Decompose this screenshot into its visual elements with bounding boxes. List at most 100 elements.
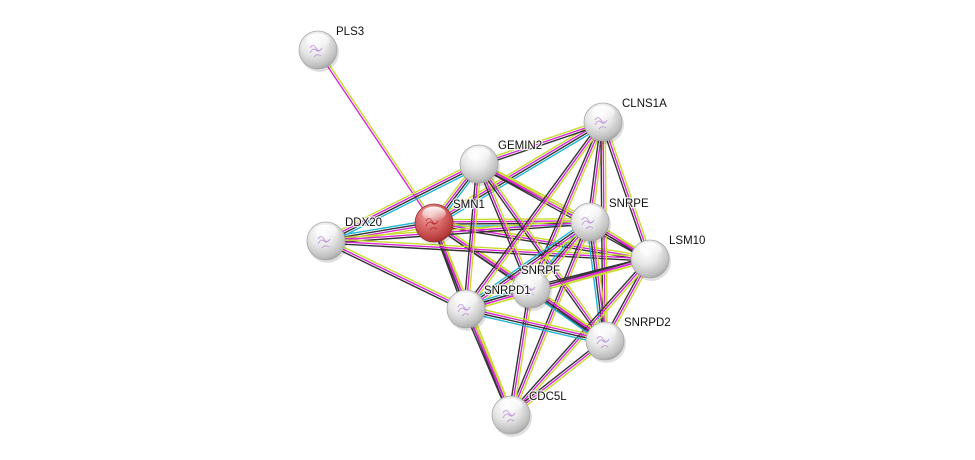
edge-ddx20-snrpe[interactable]	[325, 219, 591, 244]
node-label-halo: SNRPE	[609, 198, 649, 210]
edge-snrpe-snrpd1[interactable]	[463, 218, 593, 313]
edge-line-textmining	[324, 160, 478, 239]
node-highlight	[422, 206, 446, 221]
edge-line-coexpression	[509, 338, 605, 414]
edge-snrpd2-cdc5l[interactable]	[509, 338, 607, 418]
edge-line-experiments	[325, 240, 467, 310]
node-label: SNRPD1	[484, 285, 531, 297]
edge-line-experiments	[478, 121, 604, 165]
edge-line-coexpression	[463, 120, 602, 309]
edge-line-textmining	[511, 342, 607, 418]
node-highlight	[593, 324, 617, 339]
edge-snrpe-snrpd2[interactable]	[586, 221, 609, 342]
edge-gemin2-clns1a[interactable]	[478, 119, 604, 167]
edge-line-coexpression	[326, 223, 591, 244]
edge-line-coexpression	[324, 242, 466, 312]
edge-line-textmining	[326, 238, 651, 258]
edge-line-experiments	[325, 162, 479, 241]
edge-line-coexpression	[434, 122, 604, 225]
edge-line-coexpression	[600, 122, 649, 260]
edge-line-experiments	[433, 120, 603, 223]
node-label: SNRPF	[521, 265, 560, 277]
node-highlight	[591, 105, 615, 120]
node-highlight	[454, 292, 478, 307]
node-highlight	[519, 272, 543, 287]
edge-line-textmining	[478, 119, 603, 163]
edge-clns1a-lsm10[interactable]	[600, 121, 653, 260]
node-label: SNRPE	[609, 198, 649, 210]
edge-clns1a-snrpd1[interactable]	[463, 120, 606, 311]
edge-line-textmining	[604, 121, 653, 259]
edge-line-coexpression	[588, 222, 605, 342]
node-highlight	[638, 242, 662, 257]
edge-line-textmining	[433, 218, 590, 221]
node-label-halo: SNRPD2	[624, 317, 671, 329]
edge-line-coexpression	[508, 220, 589, 415]
edge-line-textmining	[467, 164, 482, 310]
edge-line-textmining	[326, 238, 468, 308]
edge-line-textmining	[467, 122, 606, 311]
edge-snrpf-cdc5l[interactable]	[508, 288, 534, 416]
node-label-halo: SMN1	[453, 199, 485, 211]
node-label-halo: GEMIN2	[498, 140, 542, 152]
node-label: DDX20	[345, 217, 382, 229]
node-label-halo: SNRPF	[521, 265, 560, 277]
edge-line-experiments	[325, 221, 591, 242]
node-label-halo: PLS3	[336, 26, 364, 38]
edge-line-experiments	[465, 121, 604, 310]
node-label: SMN1	[453, 199, 485, 211]
node-label-halo: LSM10	[669, 235, 705, 247]
edge-line-coexpression	[508, 288, 530, 415]
edge-line-database	[465, 311, 605, 345]
node-label: CDC5L	[529, 391, 567, 403]
edge-line-coexpression	[479, 123, 604, 167]
node-label: SNRPD2	[624, 317, 671, 329]
node-highlight	[578, 205, 602, 220]
edge-ddx20-snrpd1[interactable]	[324, 238, 468, 312]
node-label-halo: DDX20	[345, 217, 382, 229]
edge-line-textmining	[318, 48, 436, 223]
edge-line-experiments	[466, 307, 606, 341]
edge-line-textmining	[592, 221, 609, 341]
edge-line-textmining	[431, 118, 602, 221]
edge-line-textmining	[467, 224, 593, 313]
node-label-halo: CDC5L	[529, 391, 567, 403]
edge-gemin2-snrpd1[interactable]	[463, 163, 482, 310]
node-label-halo: CLNS1A	[622, 98, 667, 110]
edge-snrpd1-snrpd2[interactable]	[465, 305, 606, 345]
edge-line-database	[586, 222, 603, 342]
node-label: GEMIN2	[498, 140, 542, 152]
node-highlight	[467, 147, 491, 162]
edge-line-coexpression	[463, 163, 478, 309]
node-label-halo: SNRPD1	[484, 285, 531, 297]
edge-line-experiments	[510, 340, 606, 416]
edge-snrpe-cdc5l[interactable]	[508, 220, 593, 417]
edge-ddx20-gemin2[interactable]	[324, 160, 481, 245]
edge-line-experiments	[510, 288, 532, 416]
edge-line-coexpression	[464, 220, 590, 309]
edge-line-textmining	[434, 220, 651, 258]
node-highlight	[314, 224, 338, 239]
edge-smn1-clns1a[interactable]	[431, 118, 606, 227]
edge-pls3-smn1[interactable]	[316, 48, 436, 225]
edge-line-experiments	[530, 121, 604, 290]
edge-line-textmining	[325, 219, 590, 240]
edge-line-coexpression	[465, 309, 605, 343]
edges-layer	[316, 48, 653, 418]
edge-line-coexpression	[326, 164, 480, 243]
edge-line-coexpression	[476, 164, 604, 343]
edge-line-experiments	[590, 221, 607, 341]
node-label: CLNS1A	[622, 98, 667, 110]
